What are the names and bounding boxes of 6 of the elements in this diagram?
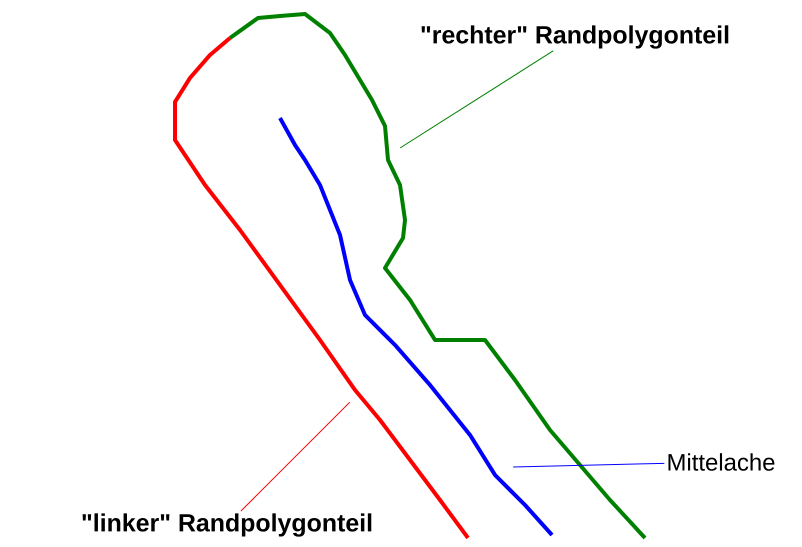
label-text: Mittelache	[668, 453, 774, 471]
leader-line	[240, 402, 350, 512]
label-text: "rechter" Randpolygonteil	[422, 25, 728, 49]
leader-line	[512, 462, 665, 468]
leader-line	[400, 50, 554, 148]
label-text: "linker" Randpolygonteil	[82, 513, 372, 537]
